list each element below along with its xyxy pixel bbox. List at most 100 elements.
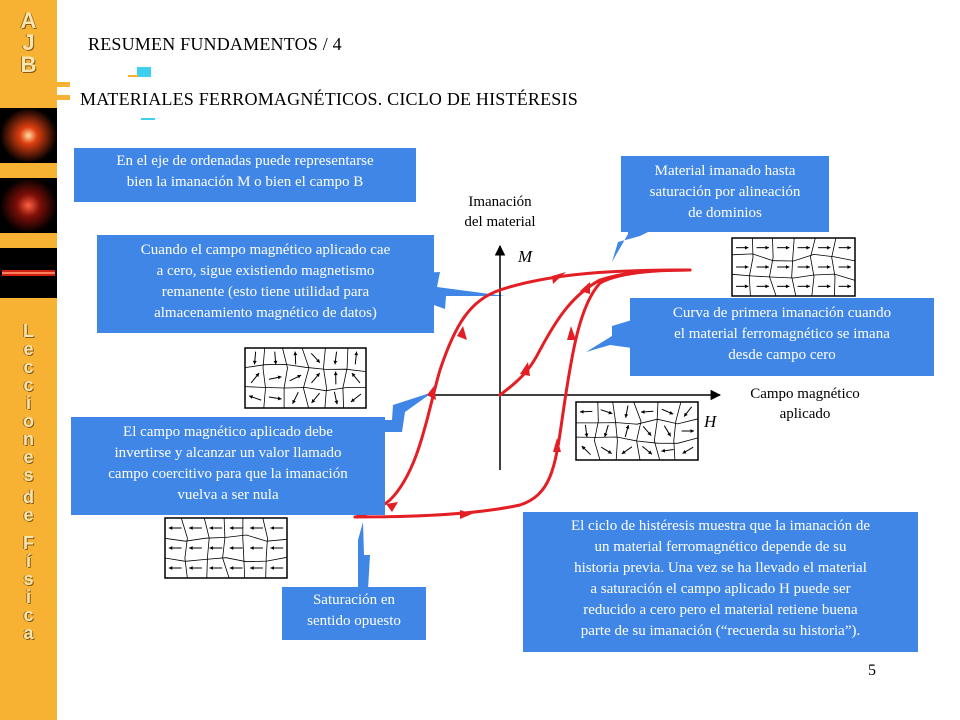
- curve-arrow: [457, 326, 467, 340]
- domain-arrow-head: [292, 399, 296, 404]
- domain-arrow-head: [647, 431, 652, 436]
- domain-wall: [748, 237, 754, 297]
- domain-arrow-head: [826, 245, 831, 250]
- domain-wall: [242, 517, 246, 579]
- callout-line: invertirse y alcanzar un valor llamado: [114, 445, 342, 461]
- domain-box-opposite: [164, 517, 288, 579]
- logo-letter: J: [22, 30, 35, 55]
- curve-arrow: [427, 386, 436, 400]
- domain-arrow-head: [334, 400, 339, 405]
- domain-arrow-head: [270, 566, 274, 570]
- domain-wall: [164, 534, 288, 542]
- callout-line: remanente (esto tiene utilidad para: [161, 284, 370, 300]
- domain-arrow-head: [661, 448, 666, 453]
- callout-line: Saturación en: [312, 592, 396, 608]
- domain-arrow-head: [765, 284, 769, 289]
- domain-arrow-head: [168, 566, 173, 570]
- domain-arrow-head: [579, 409, 584, 414]
- domain-arrow-head: [168, 526, 173, 530]
- deco-line: [128, 75, 138, 77]
- callout-line: parte de su imanación (“recuerda su hist…: [580, 623, 861, 639]
- sidebar-letter: s: [23, 569, 34, 589]
- page-title: RESUMEN FUNDAMENTOS / 4: [88, 34, 342, 54]
- domain-wall: [203, 517, 210, 579]
- domain-wall: [282, 347, 288, 408]
- callout-line: un material ferromagnético depende de su: [594, 539, 847, 555]
- callout-first-curve: Curva de primera imanación cuando el mat…: [630, 298, 934, 376]
- domain-arrow-head: [333, 360, 338, 365]
- deco-bar: [57, 82, 70, 87]
- domain-arrow-head: [229, 566, 234, 570]
- domain-arrow-head: [690, 429, 695, 433]
- domain-arrow-head: [229, 526, 234, 530]
- domain-arrow-head: [625, 425, 630, 429]
- callout-line: En el eje de ordenadas puede representar…: [116, 153, 374, 169]
- domain-wall: [301, 347, 310, 409]
- y-axis-label: Imanación del material: [440, 192, 560, 232]
- domain-arrow-head: [624, 413, 629, 418]
- callout-line: reducido a cero pero el material retiene…: [583, 602, 858, 618]
- callout-opposite: Saturación en sentido opuesto: [282, 587, 426, 640]
- sidebar-letter: a: [23, 623, 34, 643]
- domain-arrow-head: [333, 371, 338, 376]
- upper-branch-curve: [353, 268, 692, 519]
- domain-arrow-head: [744, 284, 749, 289]
- callout-summary: El ciclo de histéresis muestra que la im…: [523, 512, 918, 652]
- callout-coercive: El campo magnético aplicado debe inverti…: [71, 417, 385, 515]
- domain-box-saturated: [731, 237, 856, 297]
- domain-arrow-head: [806, 265, 810, 269]
- callout-line: vuelva a ser nula: [177, 487, 279, 503]
- sidebar-letter: L: [23, 321, 34, 341]
- y-axis-label-line: Imanación: [468, 194, 532, 210]
- domain-wall: [342, 347, 349, 409]
- callout-pointer: [373, 392, 433, 432]
- domain-box-remanent: [244, 347, 367, 409]
- sidebar-letter: n: [23, 429, 34, 449]
- sidebar-letter: o: [23, 411, 34, 431]
- domain-arrow-head: [297, 374, 302, 379]
- callout-line: Material imanado hasta: [654, 163, 796, 179]
- ajb-logo: A J B: [0, 10, 57, 76]
- domain-arrow-head: [277, 396, 282, 401]
- domain-box-zero: [575, 401, 699, 461]
- domain-wall: [633, 401, 642, 461]
- domain-arrow-head: [189, 526, 193, 530]
- domain-arrow-head: [669, 410, 674, 415]
- domain-arrow-head: [277, 375, 282, 380]
- curve-arrow: [520, 362, 530, 376]
- sidebar-letter: c: [23, 357, 34, 377]
- domain-arrow-head: [229, 546, 234, 550]
- callout-pointer: [612, 226, 660, 262]
- domain-wall: [731, 253, 856, 262]
- callout-line: sentido opuesto: [307, 613, 401, 629]
- callout-line: historia previa. Una vez se ha llevado e…: [574, 560, 867, 576]
- curve-arrow: [460, 510, 472, 519]
- callout-pointer: [586, 320, 632, 352]
- domain-arrow-head: [189, 546, 193, 550]
- domain-arrow-head: [293, 351, 298, 356]
- domain-arrow-head: [316, 358, 320, 363]
- x-axis-label: Campo magnético aplicado: [735, 384, 875, 424]
- curve-arrow: [386, 502, 398, 512]
- domain-wall: [262, 347, 266, 409]
- sidebar-letter: c: [23, 375, 34, 395]
- sidebar-letter: F: [23, 533, 34, 553]
- domain-arrow-head: [806, 245, 810, 250]
- domain-arrow-head: [584, 433, 589, 438]
- callout-line: almacenamiento magnético de datos): [154, 305, 377, 321]
- callout-line: el material ferromagnético se imana: [674, 326, 890, 342]
- domain-arrow-head: [168, 546, 173, 550]
- domain-arrow-head: [209, 526, 213, 530]
- domain-wall: [731, 273, 856, 281]
- domain-wall: [810, 237, 816, 297]
- domain-wall: [244, 386, 367, 392]
- domain-arrow-head: [744, 245, 749, 250]
- domain-arrow-head: [250, 546, 254, 550]
- domain-wall: [673, 401, 682, 461]
- sidebar-letter: í: [25, 551, 31, 571]
- callout-line: El ciclo de histéresis muestra que la im…: [570, 518, 871, 534]
- domain-arrow-head: [354, 351, 359, 356]
- domain-wall: [769, 237, 777, 297]
- sidebar-photo-laser: [0, 178, 57, 233]
- domain-wall: [576, 418, 699, 425]
